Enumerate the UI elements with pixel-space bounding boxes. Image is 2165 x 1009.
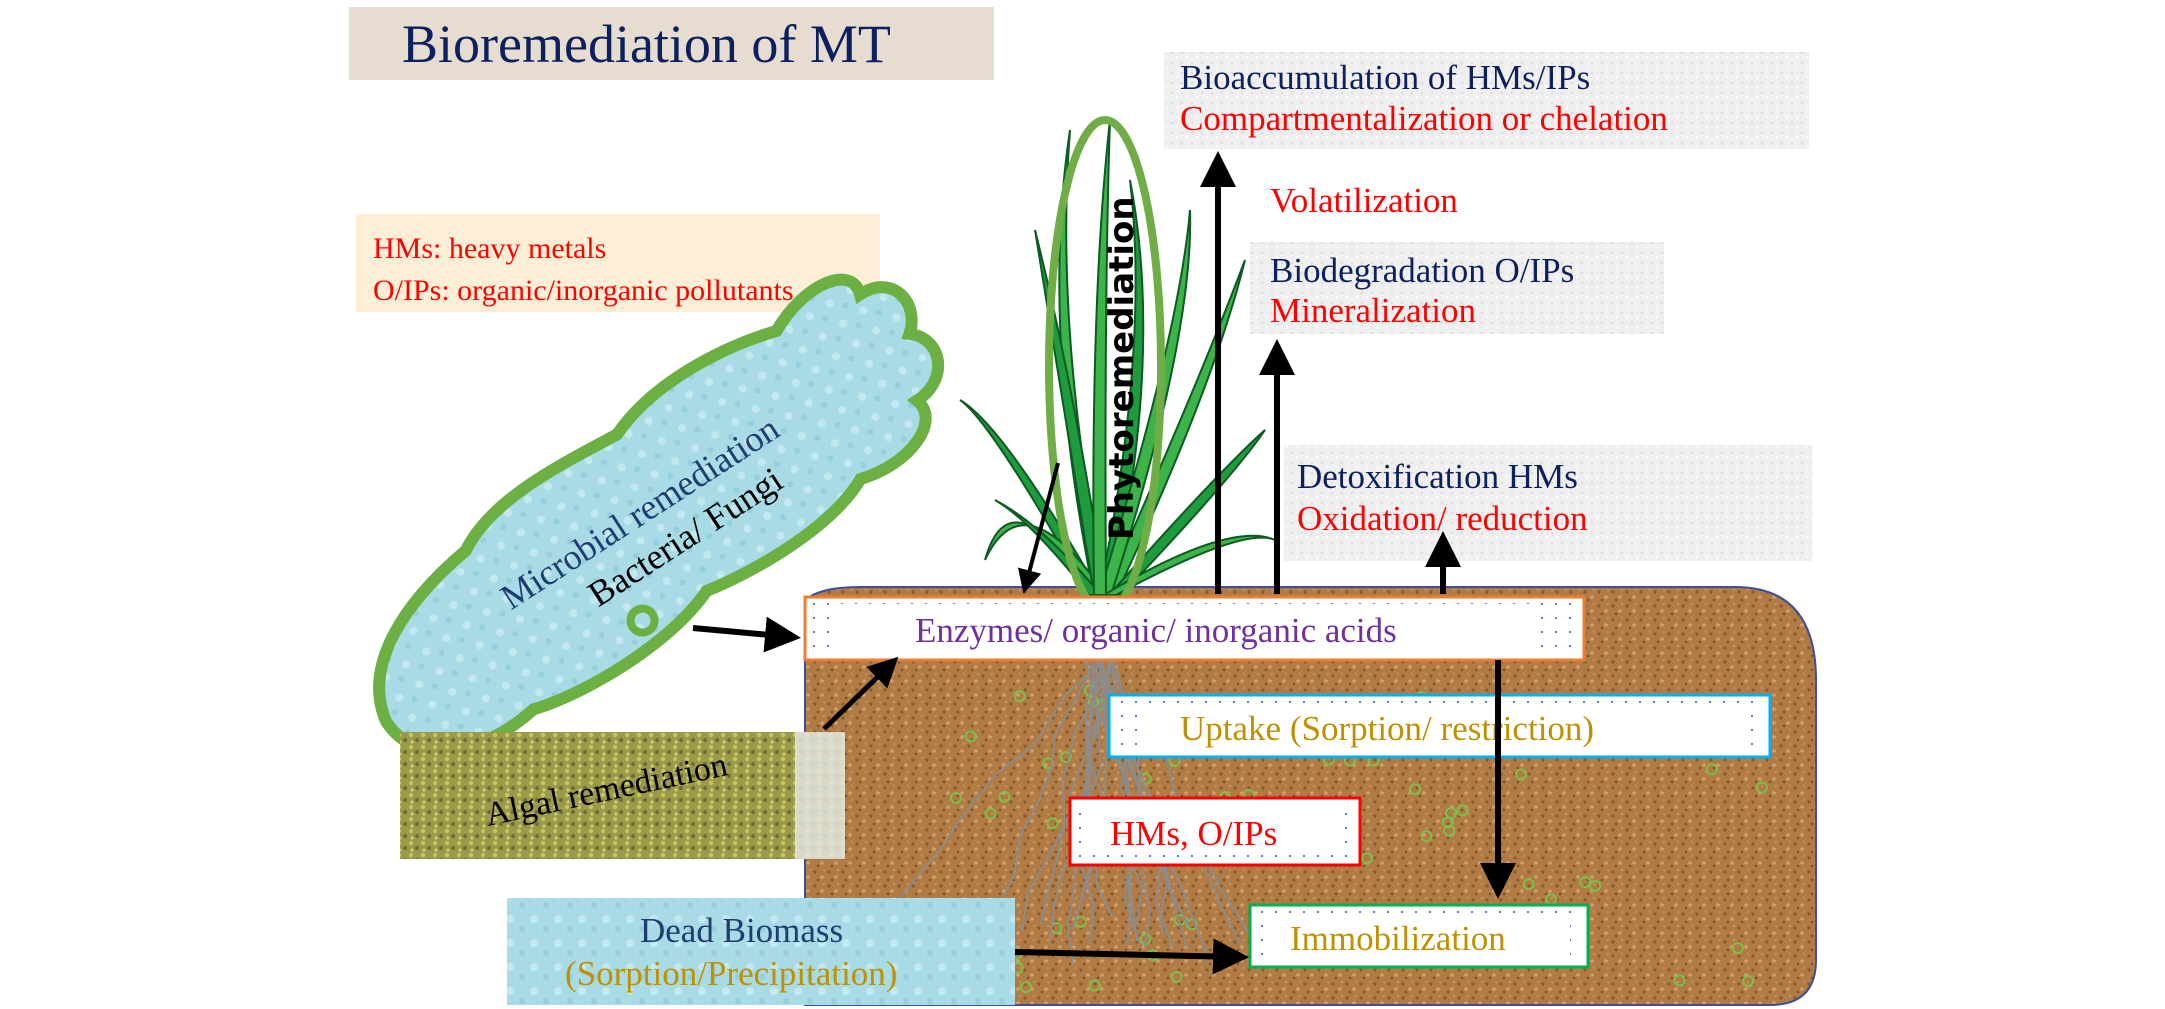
dead-biomass-line-1: Dead Biomass <box>640 911 843 950</box>
soil-particle <box>1522 878 1535 891</box>
legend-box <box>356 214 880 312</box>
root <box>991 659 1099 919</box>
root <box>872 659 1106 928</box>
soil-particle <box>1420 830 1433 843</box>
soil-particle <box>1443 824 1456 837</box>
biodegradation-process: Mineralization <box>1270 291 1476 330</box>
biodegradation-box <box>1250 242 1664 334</box>
arrow-microbial-to-enzymes <box>692 616 801 653</box>
arrow-algal-to-enzymes <box>822 656 899 731</box>
soil-particle <box>998 790 1011 803</box>
pollutants-label: HMs, O/IPs <box>1110 814 1277 853</box>
immobilization-box-inner <box>1270 914 1570 958</box>
algal-box-edge <box>795 732 845 859</box>
soil-particle <box>1731 942 1744 955</box>
bioaccumulation-title: Bioaccumulation of HMs/IPs <box>1180 58 1590 97</box>
biodegradation-title: Biodegradation O/IPs <box>1270 251 1574 290</box>
arrow-plant-to-enzymes <box>1017 462 1060 594</box>
dead-biomass-box <box>507 898 1015 1005</box>
plant-leaf <box>1097 209 1192 596</box>
soil-particle <box>964 730 977 743</box>
soil-particle <box>1515 768 1528 781</box>
legend-line-1: HMs: heavy metals <box>373 232 606 265</box>
uptake-box-inner <box>1140 703 1740 749</box>
soil-particle <box>1456 804 1469 817</box>
soil-particle <box>1360 852 1373 865</box>
pollutants-box-inner <box>1090 808 1340 854</box>
phytoremediation-label: Phytoremediation <box>1102 196 1142 540</box>
soil-particle <box>1673 974 1686 987</box>
plant-leaf <box>1097 179 1145 596</box>
soil-particle <box>1742 974 1755 987</box>
soil-particle <box>1020 981 1033 994</box>
algal-box <box>400 732 845 859</box>
arrow-biomass-to-immobilization <box>1014 938 1249 975</box>
dead-biomass-line-2: (Sorption/Precipitation) <box>565 954 897 993</box>
soil-particle <box>1046 817 1059 830</box>
detoxification-box <box>1284 445 1812 561</box>
soil-particle <box>1441 816 1454 829</box>
soil-particle <box>1755 781 1768 794</box>
bioaccumulation-box <box>1164 52 1809 149</box>
enzymes-label: Enzymes/ organic/ inorganic acids <box>915 611 1397 650</box>
soil-area <box>804 586 1817 1006</box>
soil-particle <box>1088 979 1101 992</box>
detoxification-title: Detoxification HMs <box>1297 457 1578 496</box>
soil-particle <box>1579 876 1592 889</box>
soil-particle <box>1408 783 1421 796</box>
soil-particle <box>949 791 962 804</box>
bioaccumulation-process: Compartmentalization or chelation <box>1180 99 1668 138</box>
soil-particle <box>1059 751 1072 764</box>
soil-particle <box>1589 879 1602 892</box>
volatilization-label: Volatilization <box>1270 181 1458 220</box>
soil-particle <box>1185 918 1198 931</box>
plant-leaf <box>1106 429 1266 596</box>
uptake-label: Uptake (Sorption/ restriction) <box>1180 709 1594 748</box>
enzymes-box-inner <box>840 604 1540 652</box>
legend-line-2: O/IPs: organic/inorganic pollutants <box>373 274 794 307</box>
detoxification-process: Oxidation/ reduction <box>1297 499 1588 538</box>
page-title: Bioremediation of MT <box>402 14 891 74</box>
soil-particle <box>1013 690 1026 703</box>
soil-particle <box>984 807 997 820</box>
soil-particle <box>1170 970 1183 983</box>
soil-particle <box>1705 763 1718 776</box>
immobilization-label: Immobilization <box>1290 919 1506 958</box>
title-box <box>349 7 994 80</box>
